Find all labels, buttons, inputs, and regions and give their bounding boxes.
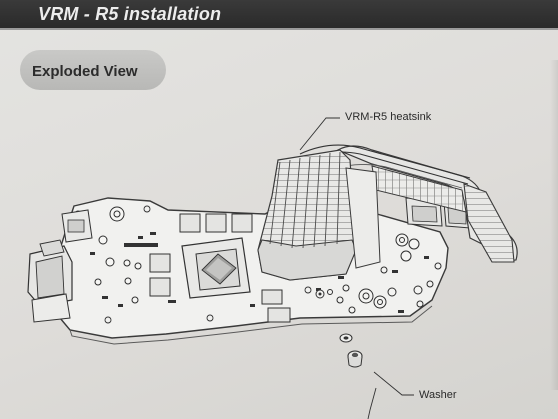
vrm-heatsink [257,144,518,299]
screw [347,350,363,368]
capacitors [94,206,142,304]
memory-chips [149,213,291,323]
section-pill [20,50,166,90]
callout-leaders [299,117,414,419]
vrm-components [327,233,442,314]
washer [339,333,353,343]
graphics-card-pcb [27,197,471,345]
gpu-chip [181,237,251,299]
page-edge-shadow [550,60,558,390]
heatsink-callout: VRM-R5 heatsink [345,111,432,123]
io-connectors [27,209,93,323]
page-title: VRM - R5 installation [38,4,222,24]
header-divider [0,28,558,30]
header-bar: VRM - R5 installation [0,0,558,28]
washer-callout: Washer [419,389,457,401]
section-heading: Exploded View [32,63,138,80]
smd-components [90,232,255,307]
